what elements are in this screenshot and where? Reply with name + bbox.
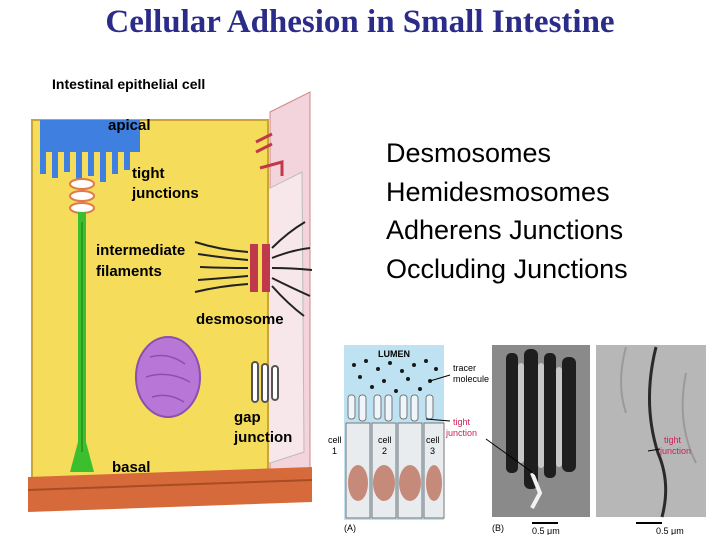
label-tight-b: tight	[664, 435, 682, 445]
label-junction-a: junction	[445, 428, 477, 438]
scale-bar-label-1: 0.5 μm	[532, 526, 560, 535]
bullet-desmosomes: Desmosomes	[386, 138, 552, 168]
scale-bar-label-2: 0.5 μm	[656, 526, 684, 535]
label-cell1: cell	[328, 435, 342, 445]
bullet-occluding-junctions: Occluding Junctions	[386, 253, 628, 284]
label-tracer: tracer	[453, 363, 476, 373]
label-cell3-num: 3	[430, 446, 435, 456]
label-tight-a: tight	[453, 417, 471, 427]
label-desmosome: desmosome	[196, 311, 284, 328]
label-lumen: LUMEN	[378, 349, 410, 359]
bullet-hemidesmosomes: Hemidesmosomes	[386, 176, 610, 207]
label-cell2: cell	[378, 435, 392, 445]
label-junction-b: junction	[659, 446, 691, 456]
label-cell1-num: 1	[332, 446, 337, 456]
label-basal: basal	[112, 459, 150, 476]
bullet-adherens-junctions: Adherens Junctions	[386, 215, 624, 245]
tight-junction-micrograph: LUMEN tracer molecule tight junction cel…	[328, 345, 706, 535]
label-cell2-num: 2	[382, 446, 387, 456]
label-gap: gap	[234, 409, 261, 426]
label-junction: junction	[233, 429, 292, 446]
label-tight: tight	[132, 165, 164, 182]
label-molecule: molecule	[453, 374, 489, 384]
label-junctions: junctions	[131, 185, 199, 202]
label-panel-a: (A)	[344, 523, 356, 533]
bullet-list: Desmosomes Hemidesmosomes Adherens Junct…	[386, 134, 628, 288]
label-panel-b: (B)	[492, 523, 504, 533]
label-cell3: cell	[426, 435, 440, 445]
label-filaments: filaments	[96, 263, 162, 280]
label-intermediate: intermediate	[96, 242, 185, 259]
slide-title: Cellular Adhesion in Small Intestine	[105, 4, 615, 40]
label-apical: apical	[108, 117, 151, 134]
epithelial-cell-diagram: Intestinal epithelial cell apical tight …	[27, 76, 313, 512]
cell-header-label: Intestinal epithelial cell	[52, 76, 205, 92]
